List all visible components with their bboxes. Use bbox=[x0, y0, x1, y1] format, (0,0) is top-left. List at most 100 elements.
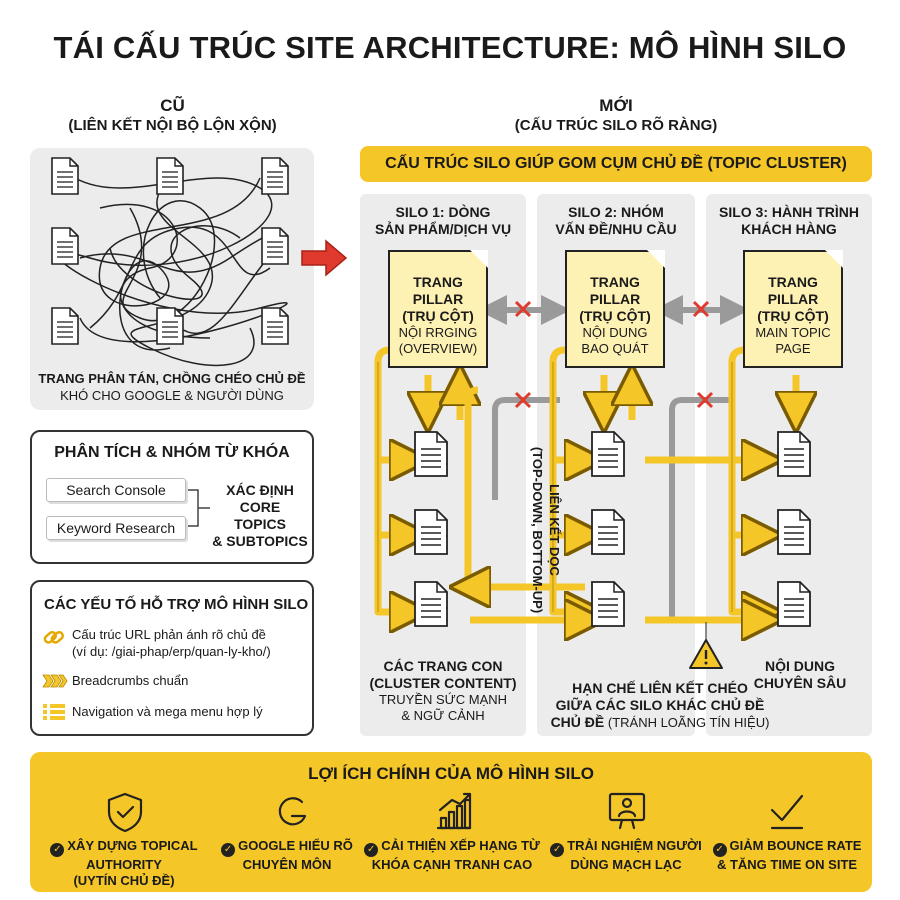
old-heading-block: CŨ (LIÊN KẾT NỘI BỘ LỘN XỘN) bbox=[30, 96, 315, 136]
benefit-line: AUTHORITY bbox=[86, 857, 162, 872]
silo-3-header: SILO 3: HÀNH TRÌNH KHÁCH HÀNG bbox=[706, 204, 872, 238]
silo-2-header: SILO 2: NHÓM VẤN ĐỀ/NHU CẦU bbox=[537, 204, 695, 238]
keyword-research-chip: Keyword Research bbox=[46, 516, 186, 540]
check-circle-icon: ✓ bbox=[712, 843, 727, 857]
vertical-label-line: (TOP-DOWN, BOTTOM-UP) bbox=[530, 446, 545, 614]
cluster-caption-line: & NGỮ CẢNH bbox=[401, 708, 485, 723]
menu-list-icon bbox=[43, 704, 65, 720]
silo-header-line: KHÁCH HÀNG bbox=[741, 221, 837, 237]
check-circle-icon: ✓ bbox=[50, 843, 65, 857]
crosslink-caption-line: CHỦ ĐỀ bbox=[550, 714, 605, 730]
old-caption: TRANG PHÂN TÁN, CHỒNG CHÉO CHỦ ĐỀ KHÓ CH… bbox=[30, 370, 314, 404]
benefit-line: CHUYÊN MÔN bbox=[242, 857, 332, 872]
merge-bracket-icon bbox=[188, 489, 210, 527]
crosslink-warning-caption: HẠN CHẾ LIÊN KẾT CHÉO GIỮA CÁC SILO KHÁC… bbox=[540, 680, 780, 731]
tangled-links-diagram bbox=[51, 157, 289, 367]
silo-header-line: SẢN PHẨM/DỊCH VỤ bbox=[374, 221, 512, 237]
keyword-analysis-heading: PHÂN TÍCH & NHÓM TỪ KHÓA bbox=[54, 444, 290, 461]
benefit-bounce-rate: ✓GIẢM BOUNCE RATE & TĂNG TIME ON SITE bbox=[706, 838, 868, 873]
url-structure-item: Cấu trúc URL phản ánh rõ chủ đề (ví dụ: … bbox=[72, 626, 271, 660]
support-factors-panel: CÁC YẾU TỐ HỖ TRỢ MÔ HÌNH SILO Cấu trúc … bbox=[30, 580, 314, 736]
deep-caption-line: NỘI DUNG bbox=[765, 658, 835, 674]
cluster-page-doc-icon bbox=[591, 581, 625, 627]
cluster-page-doc-icon bbox=[591, 509, 625, 555]
pillar-desc-line: MAIN TOPIC bbox=[755, 325, 831, 340]
benefit-ranking: ✓CẢI THIỆN XẾP HẠNG TỪ KHÓA CẠNH TRANH C… bbox=[360, 838, 544, 873]
benefits-panel: LỢI ÍCH CHÍNH CỦA MÔ HÌNH SILO bbox=[30, 752, 872, 892]
silo-header-line: VẤN ĐỀ/NHU CẦU bbox=[555, 221, 677, 237]
old-caption-line1: TRANG PHÂN TÁN, CHỒNG CHÉO CHỦ ĐỀ bbox=[38, 371, 306, 386]
benefit-line: (UYTÍN CHỦ ĐỀ) bbox=[73, 873, 175, 888]
benefit-line: & TĂNG TIME ON SITE bbox=[716, 857, 858, 872]
benefit-line: DÙNG MẠCH LẠC bbox=[570, 857, 682, 872]
pillar-title-line: TRANG bbox=[590, 274, 640, 290]
silo-3-pillar-page: TRANG PILLAR (TRỤ CỘT) MAIN TOPIC PAGE bbox=[743, 250, 843, 368]
page-fold-corner bbox=[647, 250, 665, 268]
shield-check-icon bbox=[107, 792, 143, 833]
keyword-analysis-panel: PHÂN TÍCH & NHÓM TỪ KHÓA Search Console … bbox=[30, 430, 314, 564]
pillar-title-line: PILLAR bbox=[412, 291, 464, 307]
pillar-desc-line: BAO QUÁT bbox=[581, 341, 649, 356]
silo-header-line: SILO 3: HÀNH TRÌNH bbox=[719, 204, 859, 220]
old-heading: CŨ bbox=[160, 96, 185, 115]
search-console-chip: Search Console bbox=[46, 478, 186, 502]
cluster-page-doc-icon bbox=[777, 581, 811, 627]
blocked-link-x-icon bbox=[514, 300, 714, 409]
vertical-link-label: LIÊN KẾT DỌC (TOP-DOWN, BOTTOM-UP) bbox=[523, 430, 563, 630]
pillar-desc-line: PAGE bbox=[775, 341, 811, 356]
page-fold-corner bbox=[470, 250, 488, 268]
result-line: CORE TOPICS bbox=[234, 499, 286, 532]
link-chain-icon bbox=[43, 631, 64, 644]
benefit-topical-authority: ✓XÂY DỰNG TOPICAL AUTHORITY (UYTÍN CHỦ Đ… bbox=[40, 838, 208, 889]
pillar-desc-line: NỘI RRGING bbox=[398, 325, 478, 340]
old-caption-line2: KHÓ CHO GOOGLE & NGƯỜI DÙNG bbox=[60, 388, 284, 403]
user-screen-icon bbox=[608, 792, 646, 830]
url-example-text: (ví dụ: /giai-phap/erp/quan-ly-kho/) bbox=[72, 644, 271, 659]
navigation-item: Navigation và mega menu hợp lý bbox=[72, 704, 263, 719]
page-title: TÁI CẤU TRÚC SITE ARCHITECTURE: MÔ HÌNH … bbox=[53, 30, 847, 65]
cluster-page-doc-icon bbox=[414, 431, 448, 477]
check-circle-icon: ✓ bbox=[364, 843, 379, 857]
cluster-caption-line: TRUYỀN SỨC MẠNH bbox=[378, 692, 508, 707]
benefit-line: TRẢI NGHIỆM NGƯỜI bbox=[567, 838, 702, 853]
pillar-desc-line: NỘI DUNG bbox=[582, 325, 648, 340]
new-heading-block: MỚI (CẤU TRÚC SILO RÕ RÀNG) bbox=[360, 96, 872, 136]
cluster-page-doc-icon bbox=[414, 581, 448, 627]
new-heading: MỚI bbox=[599, 96, 633, 115]
cluster-page-doc-icon bbox=[414, 509, 448, 555]
checkmark-icon bbox=[770, 794, 804, 830]
check-circle-icon: ✓ bbox=[221, 843, 236, 857]
pillar-title-line: (TRỤ CỘT) bbox=[757, 308, 829, 324]
new-subheading: (CẤU TRÚC SILO RÕ RÀNG) bbox=[514, 117, 718, 134]
benefit-google-expertise: ✓GOOGLE HIỂU RÕ CHUYÊN MÔN bbox=[212, 838, 362, 873]
vertical-label-line: LIÊN KẾT DỌC bbox=[547, 484, 562, 576]
pillar-title-line: (TRỤ CỘT) bbox=[579, 308, 651, 324]
breadcrumb-icon bbox=[42, 674, 68, 688]
benefit-line: GOOGLE HIỂU RÕ bbox=[238, 838, 353, 853]
silo-1-header: SILO 1: DÒNG SẢN PHẨM/DỊCH VỤ bbox=[360, 204, 526, 238]
check-circle-icon: ✓ bbox=[550, 843, 565, 857]
cluster-page-doc-icon bbox=[777, 509, 811, 555]
benefit-line: CẢI THIỆN XẾP HẠNG TỪ bbox=[381, 838, 540, 853]
crosslink-caption-line: HẠN CHẾ LIÊN KẾT CHÉO bbox=[572, 680, 748, 696]
deep-caption-line: CHUYÊN SÂU bbox=[753, 675, 847, 691]
pillar-title-line: PILLAR bbox=[589, 291, 641, 307]
cluster-caption-line: (CLUSTER CONTENT) bbox=[369, 675, 517, 691]
silo-1-pillar-page: TRANG PILLAR (TRỤ CỘT) NỘI RRGING (OVERV… bbox=[388, 250, 488, 368]
result-line: & SUBTOPICS bbox=[212, 533, 308, 549]
transform-arrow-icon bbox=[301, 239, 348, 277]
google-g-icon bbox=[278, 797, 307, 826]
support-heading: CÁC YẾU TỐ HỖ TRỢ MÔ HÌNH SILO bbox=[44, 596, 309, 613]
result-line: XÁC ĐỊNH bbox=[226, 482, 294, 498]
silo-header-line: SILO 2: NHÓM bbox=[568, 204, 664, 220]
crosslink-caption-note: (TRÁNH LOÃNG TÍN HIỆU) bbox=[607, 715, 770, 730]
old-subheading: (LIÊN KẾT NỘI BỘ LỘN XỘN) bbox=[68, 117, 277, 134]
topic-cluster-banner: CẤU TRÚC SILO GIÚP GOM CỤM CHỦ ĐỀ (TOPIC… bbox=[360, 146, 872, 182]
pillar-title-line: PILLAR bbox=[767, 291, 819, 307]
deep-content-caption: NỘI DUNG CHUYÊN SÂU bbox=[720, 658, 880, 692]
pillar-title-line: TRANG bbox=[413, 274, 463, 290]
cluster-page-doc-icon bbox=[591, 431, 625, 477]
cluster-page-doc-icon bbox=[777, 431, 811, 477]
breadcrumbs-item: Breadcrumbs chuẩn bbox=[72, 673, 189, 688]
